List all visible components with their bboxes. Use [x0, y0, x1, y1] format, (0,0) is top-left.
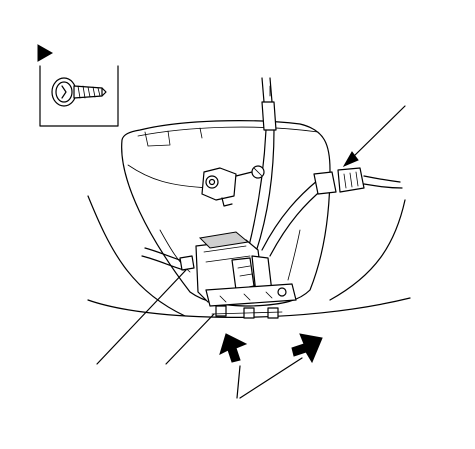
leader-bolt: [165, 313, 215, 365]
inset-pointer-arrow: [37, 44, 54, 62]
connector: [261, 167, 403, 257]
leader-connector: [349, 105, 406, 161]
latch-assembly: [195, 231, 297, 307]
screw-detail-inset: [37, 44, 119, 127]
inset-frame: [39, 65, 119, 127]
cable: [247, 77, 277, 253]
panel-outer-left: [87, 195, 186, 317]
panel-bottom-edge: [87, 297, 411, 318]
screw-icon: [51, 77, 107, 107]
leader-rod: [96, 269, 187, 365]
bracket: [201, 165, 265, 207]
mounting-bolts: [211, 305, 283, 319]
release-rod: [141, 247, 195, 271]
direction-arrows: [219, 333, 323, 399]
arrow-left-icon: [219, 333, 248, 363]
panel-inner-ledge: [127, 164, 211, 189]
arrow-right-icon: [291, 333, 323, 364]
panel-outer-right: [329, 199, 406, 301]
panel-inner-top-rim: [137, 126, 319, 137]
leader-lines: [96, 105, 406, 365]
panel-opening: [87, 120, 411, 318]
panel-inner-cutout: [121, 120, 331, 307]
arrow-leader: [236, 357, 303, 399]
